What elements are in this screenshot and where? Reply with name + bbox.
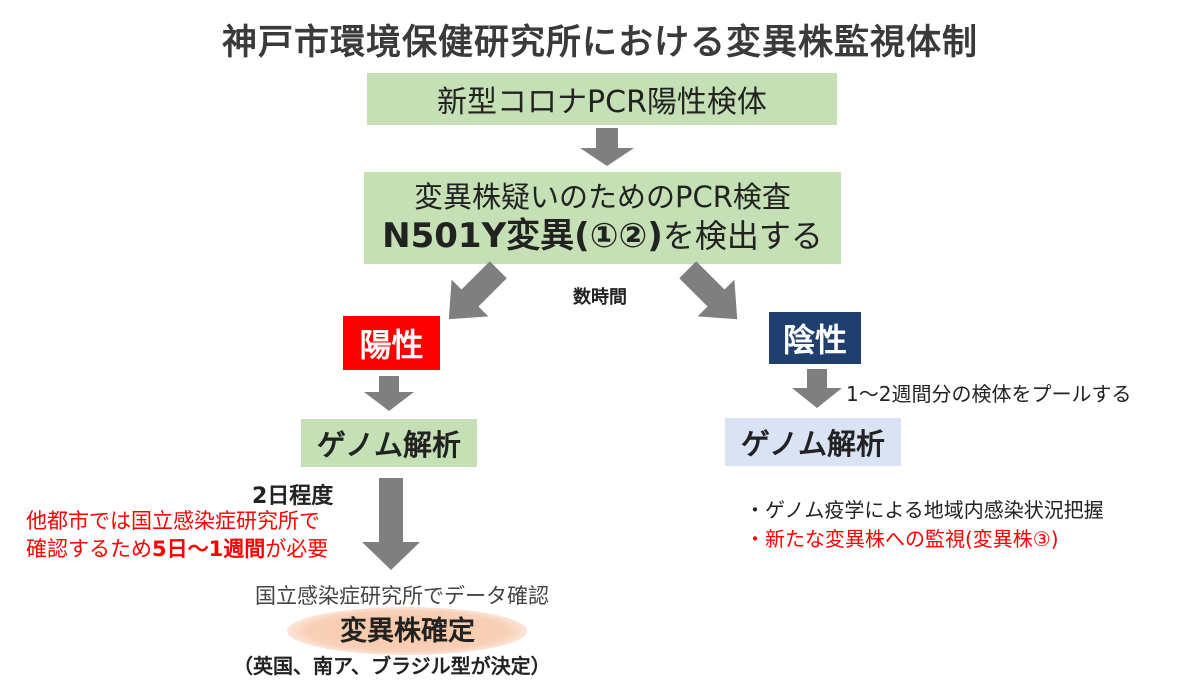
bullet-new-variant-watch: ・新たな変異株への監視(変異株③) (745, 527, 1059, 551)
positive-box: 陽性 (343, 316, 440, 370)
confirm-highlight (287, 607, 527, 655)
variant-types-note: （英国、南ア、ブラジル型が決定） (233, 654, 551, 678)
negative-box: 陰性 (769, 312, 861, 364)
genome-analysis-positive-box: ゲノム解析 (301, 419, 477, 467)
other-city-line2-bold: 5日〜1週間 (152, 537, 266, 561)
other-city-line2-pre: 確認するため (26, 537, 152, 561)
diagram-title: 神戸市環境保健研究所における変異株監視体制 (221, 23, 978, 63)
pool-note: 1〜2週間分の検体をプールする (846, 382, 1132, 406)
other-city-line2: 確認するため5日〜1週間が必要 (26, 535, 328, 563)
genome-analysis-negative-box: ゲノム解析 (725, 418, 901, 466)
detect-label: を検出する (662, 217, 823, 255)
positive-label: 陽性 (359, 326, 424, 364)
other-city-note: 他都市では国立感染症研究所で 確認するため5日〜1週間が必要 (26, 507, 328, 563)
hours-label: 数時間 (573, 287, 627, 308)
niid-check-label: 国立感染症研究所でデータ確認 (255, 584, 549, 608)
arrow-down-positive (364, 376, 414, 411)
negative-label: 陰性 (782, 321, 847, 359)
pcr-positive-sample-box: 新型コロナPCR陽性検体 (367, 73, 837, 125)
genome-analysis-negative-label: ゲノム解析 (740, 427, 886, 461)
duration-label: 2日程度 (252, 484, 334, 509)
n501y-label: N501Y変異(①②) (382, 216, 663, 256)
other-city-line2-post: が必要 (265, 537, 329, 561)
variant-pcr-test-line1: 変異株疑いのためのPCR検査 (414, 180, 791, 214)
arrow-down-genome (362, 478, 420, 570)
genome-analysis-positive-label: ゲノム解析 (316, 428, 462, 462)
other-city-line1: 他都市では国立感染症研究所で (26, 509, 320, 533)
arrow-to-positive (448, 261, 507, 320)
variant-pcr-test-box: 変異株疑いのためのPCR検査 N501Y変異(①②)を検出する (364, 172, 841, 264)
arrow-to-negative (679, 261, 738, 320)
bullet-epidemiology: ・ゲノム疫学による地域内感染状況把握 (745, 498, 1104, 522)
variant-confirmed-label: 変異株確定 (340, 615, 475, 647)
variant-pcr-test-line2: N501Y変異(①②)を検出する (382, 215, 823, 257)
pcr-positive-sample-label: 新型コロナPCR陽性検体 (437, 85, 767, 120)
arrow-down-negative (792, 369, 842, 408)
arrow-down-1 (580, 128, 634, 166)
